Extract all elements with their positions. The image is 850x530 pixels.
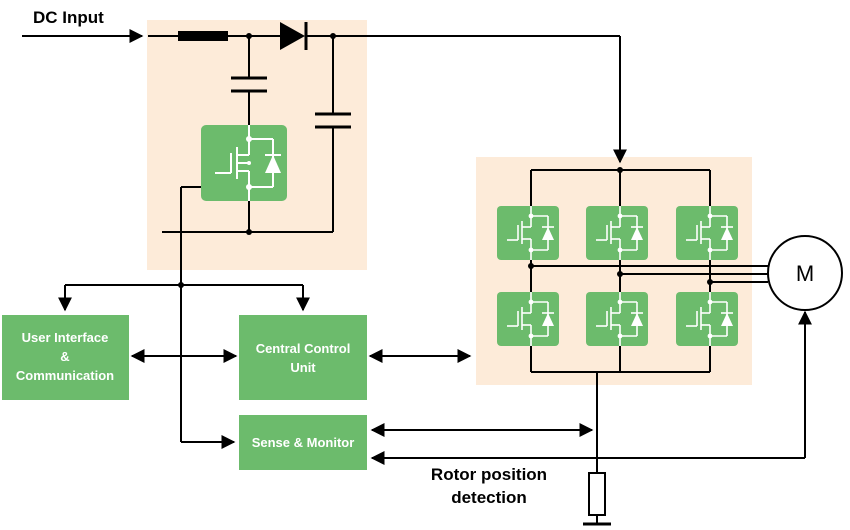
- user-interface-block: [2, 315, 129, 400]
- user-interface-label-2: &: [60, 349, 69, 364]
- inverter-mosfet-icon: [496, 291, 560, 347]
- central-control-block: [239, 315, 367, 400]
- rotor-position-label-1: Rotor position: [431, 465, 547, 484]
- motor-label: M: [796, 261, 814, 286]
- resistor-icon: [588, 472, 606, 516]
- central-control-label-2: Unit: [290, 360, 316, 375]
- sense-monitor-block: [239, 415, 367, 470]
- inverter-mosfet-icon: [675, 205, 739, 261]
- central-control-label-1: Central Control: [256, 341, 351, 356]
- sense-monitor-label: Sense & Monitor: [252, 435, 355, 450]
- inverter-mosfet-icon: [496, 205, 560, 261]
- motor-icon: [767, 235, 843, 311]
- wiring: [22, 29, 812, 523]
- inverter-region: [476, 157, 752, 385]
- user-interface-label-3: Communication: [16, 368, 114, 383]
- capacitor-icon: [231, 76, 267, 93]
- diode-icon: [280, 22, 308, 50]
- inverter-mosfet-icon: [585, 205, 649, 261]
- junction-dots: [178, 33, 713, 288]
- boost-mosfet-icon: [200, 124, 288, 202]
- rotor-position-label-2: detection: [451, 488, 527, 507]
- inverter-mosfet-icon: [675, 291, 739, 347]
- user-interface-label-1: User Interface: [22, 330, 109, 345]
- bulk-capacitor-icon: [315, 112, 351, 129]
- inverter-mosfet-icon: [585, 291, 649, 347]
- dc-input-label: DC Input: [33, 8, 104, 27]
- inductor-icon: [178, 31, 228, 41]
